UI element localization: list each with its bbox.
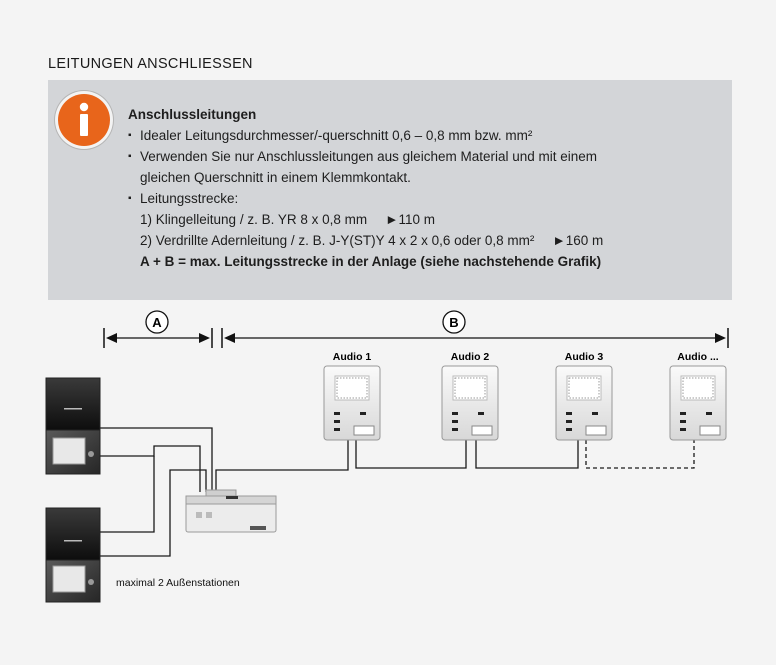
dimension-b: B — [221, 310, 729, 348]
info-content: Anschlussleitungen Idealer Leitungsdurch… — [128, 104, 718, 272]
outdoor-wiring — [100, 427, 213, 557]
outdoor-station-1 — [45, 377, 101, 475]
route-item-2: 2) Verdrillte Adernleitung / z. B. J-Y(S… — [128, 230, 718, 251]
audio-station-3-label: Audio 3 — [565, 351, 604, 363]
label-b-circle — [442, 310, 466, 334]
label-a: A — [152, 315, 162, 330]
bullet-material-continued: gleichen Querschnitt in einem Klemmkonta… — [140, 170, 411, 185]
route-item-2-text: 2) Verdrillte Adernleitung / z. B. J-Y(S… — [140, 233, 535, 248]
audio-station-1-label: Audio 1 — [333, 351, 372, 363]
route-item-2-value: ►160 m — [552, 233, 604, 248]
station-wiring — [215, 440, 695, 492]
audio-station-1: Audio 1 — [323, 351, 381, 441]
audio-station-2: Audio 2 — [441, 351, 499, 441]
info-box: Anschlussleitungen Idealer Leitungsdurch… — [48, 80, 732, 300]
route-summary: A + B = max. Leitungsstrecke in der Anla… — [140, 254, 602, 269]
outdoor-station-note: maximal 2 Außenstationen — [116, 577, 240, 589]
info-icon — [58, 94, 110, 146]
dimension-a: A — [103, 310, 213, 348]
bullet-material: Verwenden Sie nur Anschlussleitungen aus… — [128, 146, 718, 167]
audio-station-2-label: Audio 2 — [451, 351, 490, 363]
route-item-1-text: 1) Klingelleitung / z. B. YR 8 x 0,8 mm — [140, 212, 368, 227]
info-heading: Anschlussleitungen — [128, 107, 257, 122]
bullet-route: Leitungsstrecke: — [128, 188, 718, 209]
route-item-1: 1) Klingelleitung / z. B. YR 8 x 0,8 mm ►… — [128, 209, 718, 230]
audio-station-more-label: Audio ... — [677, 351, 718, 363]
audio-station-more: Audio ... — [669, 351, 727, 441]
label-a-circle — [145, 310, 169, 334]
wiring-diagram: A B — [0, 300, 776, 640]
controller-unit — [185, 489, 277, 533]
section-title: LEITUNGEN ANSCHLIESSEN — [48, 56, 253, 72]
outdoor-station-2 — [45, 507, 101, 603]
bullet-diameter: Idealer Leitungsdurchmesser/-querschnitt… — [128, 125, 718, 146]
route-item-1-value: ►110 m — [385, 212, 435, 227]
audio-station-3: Audio 3 — [555, 351, 613, 441]
label-b: B — [449, 315, 458, 330]
